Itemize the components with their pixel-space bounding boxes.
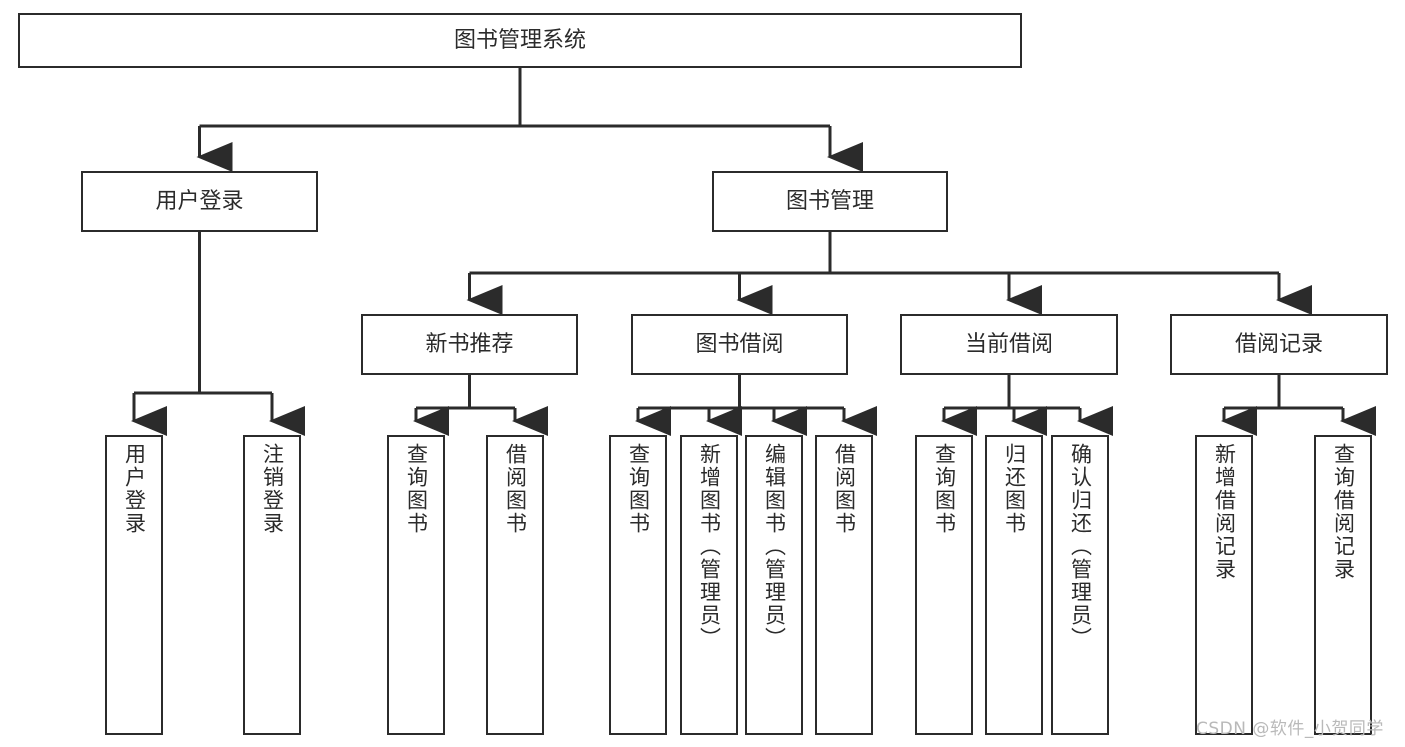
leaf-node-label: 借阅图书 — [832, 443, 857, 535]
leaf-node[interactable]: 新增图书（管理员） — [680, 435, 738, 735]
leaf-node-label: 编辑图书（管理员） — [762, 443, 787, 650]
leaf-node-label: 确认归还（管理员） — [1068, 443, 1093, 650]
leaf-node[interactable]: 编辑图书（管理员） — [745, 435, 803, 735]
leaf-node[interactable]: 归还图书 — [985, 435, 1043, 735]
node-new-book-recommend[interactable]: 新书推荐 — [361, 314, 578, 375]
leaf-node[interactable]: 借阅图书 — [486, 435, 544, 735]
node-root-label: 图书管理系统 — [453, 27, 586, 53]
node-book-borrow-label: 图书借阅 — [695, 331, 784, 357]
leaf-node-label: 查询图书 — [626, 443, 651, 535]
leaf-node-label: 查询借阅记录 — [1331, 443, 1356, 581]
leaf-node[interactable]: 查询图书 — [915, 435, 973, 735]
leaf-node-label: 用户登录 — [122, 443, 147, 535]
leaf-node[interactable]: 查询图书 — [609, 435, 667, 735]
leaf-node[interactable]: 借阅图书 — [815, 435, 873, 735]
leaf-node[interactable]: 用户登录 — [105, 435, 163, 735]
node-book-management[interactable]: 图书管理 — [712, 171, 948, 232]
leaf-node-label: 查询图书 — [932, 443, 957, 535]
leaf-node-label: 查询图书 — [404, 443, 429, 535]
leaf-node[interactable]: 查询图书 — [387, 435, 445, 735]
leaf-node[interactable]: 新增借阅记录 — [1195, 435, 1253, 735]
node-root[interactable]: 图书管理系统 — [18, 13, 1022, 68]
node-current-borrow[interactable]: 当前借阅 — [900, 314, 1118, 375]
node-book-management-label: 图书管理 — [785, 188, 874, 214]
csdn-watermark: CSDN @软件_小贺同学 — [1196, 719, 1384, 739]
leaf-node-label: 新增图书（管理员） — [697, 443, 722, 650]
node-user-login[interactable]: 用户登录 — [81, 171, 318, 232]
node-new-book-recommend-label: 新书推荐 — [425, 331, 514, 357]
leaf-node[interactable]: 确认归还（管理员） — [1051, 435, 1109, 735]
leaf-node-label: 注销登录 — [260, 443, 285, 535]
node-borrow-record-label: 借阅记录 — [1234, 331, 1323, 357]
leaf-node-label: 归还图书 — [1002, 443, 1027, 535]
node-current-borrow-label: 当前借阅 — [964, 331, 1053, 357]
leaf-node-label: 借阅图书 — [503, 443, 528, 535]
leaf-node-label: 新增借阅记录 — [1212, 443, 1237, 581]
node-user-login-label: 用户登录 — [155, 188, 244, 214]
node-book-borrow[interactable]: 图书借阅 — [631, 314, 848, 375]
leaf-node[interactable]: 注销登录 — [243, 435, 301, 735]
node-borrow-record[interactable]: 借阅记录 — [1170, 314, 1388, 375]
leaf-node[interactable]: 查询借阅记录 — [1314, 435, 1372, 735]
